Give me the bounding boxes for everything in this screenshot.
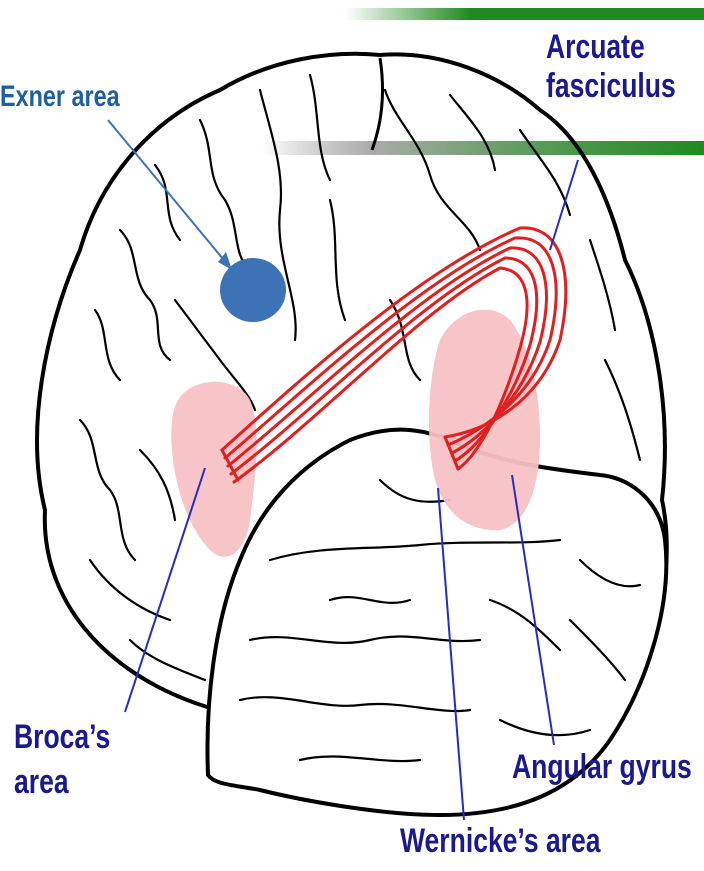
arcuate-label-line-1: Arcuate — [546, 28, 676, 67]
wernicke-angular-region — [429, 310, 540, 531]
longitudinal-fissure — [372, 58, 383, 150]
arcuate-fasciculus-label: Arcuate fasciculus — [546, 28, 676, 106]
exner-leader — [108, 120, 228, 265]
arcuate-label-line-2: fasciculus — [546, 67, 676, 106]
brocas-area-label: Broca’s area — [14, 718, 110, 802]
top-green-bar — [345, 8, 704, 20]
arcuate-leader — [550, 160, 578, 250]
broca-label-line-1: Broca’s — [14, 718, 110, 757]
broca-label-line-2: area — [14, 763, 110, 802]
wernickes-area-label: Wernicke’s area — [400, 822, 601, 861]
angular-gyrus-label: Angular gyrus — [512, 748, 692, 787]
exner-area-label: Exner area — [0, 80, 120, 115]
mid-gray-green-bar — [262, 141, 704, 155]
